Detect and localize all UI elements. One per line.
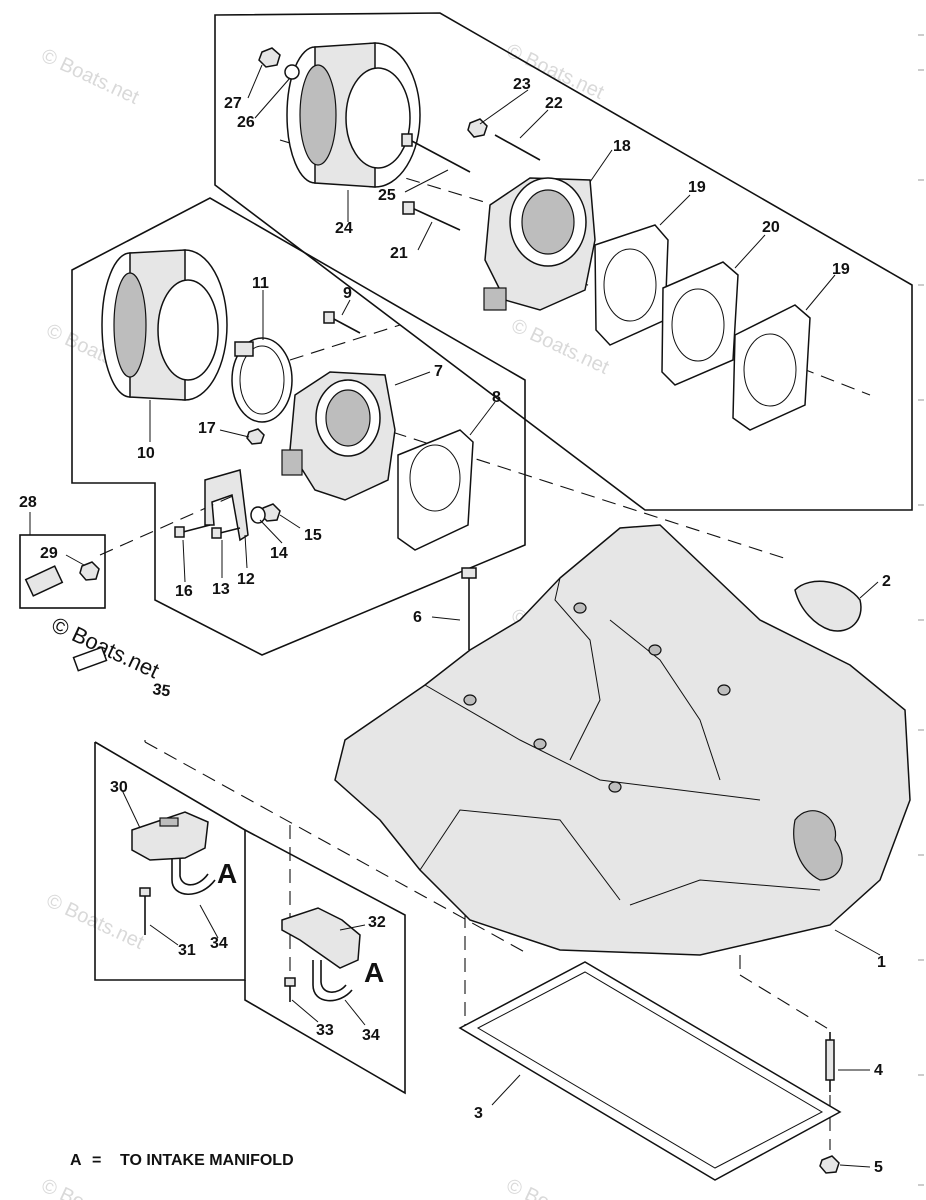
nut-17 (246, 428, 265, 445)
callout-6: 6 (413, 609, 422, 626)
bolt-6 (461, 567, 477, 650)
callout-19a: 19 (688, 179, 706, 196)
part-28-box (19, 534, 106, 609)
callout-5: 5 (874, 1159, 883, 1176)
hose-34a (171, 858, 216, 895)
watermark: © Boats.net (503, 1175, 608, 1200)
map-sensor-30 (131, 811, 209, 861)
emblem-2 (794, 580, 862, 632)
callout-13: 13 (212, 581, 230, 598)
nut-27 (258, 47, 281, 68)
screw-13 (211, 527, 241, 539)
map-sensor-32 (281, 907, 361, 969)
callout-12: 12 (237, 571, 255, 588)
callout-3: 3 (474, 1105, 483, 1122)
callout-34b: 34 (362, 1027, 380, 1044)
watermark-prominent: © Boats.net (48, 612, 163, 683)
nut-5 (819, 1155, 840, 1174)
legend-text: TO INTAKE MANIFOLD (120, 1152, 294, 1169)
callout-32: 32 (368, 914, 386, 931)
callout-7: 7 (434, 363, 443, 380)
gasket-20 (661, 261, 739, 386)
callout-29: 29 (40, 545, 58, 562)
air-filter-upper (286, 42, 421, 188)
hose-clamp-11 (231, 337, 293, 423)
callout-10: 10 (137, 445, 155, 462)
bolt-9 (323, 311, 361, 334)
callout-25: 25 (378, 187, 396, 204)
callout-34a: 34 (210, 935, 228, 952)
callout-24: 24 (335, 220, 353, 237)
map-sensor-kit-outline-2 (244, 829, 406, 1095)
stud-22 (494, 134, 541, 161)
screw-31 (139, 887, 151, 935)
fitting-35 (72, 646, 108, 672)
watermark: © Boats.net (38, 45, 143, 109)
fitting-29 (79, 561, 100, 581)
legend: A = TO INTAKE MANIFOLD (70, 1152, 294, 1169)
callout-30: 30 (110, 779, 128, 796)
callout-1: 1 (877, 954, 886, 971)
leader-lines (29, 64, 881, 1168)
margin-ticks (918, 34, 924, 1186)
throttle-body-18 (483, 177, 596, 311)
washer-14 (250, 506, 266, 524)
washer-26 (284, 64, 300, 80)
legend-equals: = (92, 1152, 101, 1169)
callout-17: 17 (198, 420, 216, 437)
callout-28: 28 (19, 494, 37, 511)
nut-23 (467, 118, 488, 138)
air-filter-middle (101, 249, 228, 401)
callout-14: 14 (270, 545, 288, 562)
fitting-28 (24, 565, 64, 597)
callout-19b: 19 (832, 261, 850, 278)
hose-marker-a-1: A (217, 858, 237, 889)
bolt-25 (401, 133, 471, 173)
hose-marker-a-2: A (364, 957, 384, 988)
callout-16: 16 (175, 583, 193, 600)
callout-26: 26 (237, 114, 255, 131)
callout-9: 9 (343, 285, 352, 302)
gasket-8 (397, 429, 474, 551)
bolt-21 (402, 201, 461, 231)
engine-cover-1 (334, 524, 911, 956)
callout-23: 23 (513, 76, 531, 93)
screw-33 (284, 977, 296, 1002)
throttle-body-7 (281, 371, 396, 501)
legend-key: A (70, 1152, 82, 1169)
callout-21: 21 (390, 245, 408, 262)
middle-kit-outline (71, 197, 526, 656)
gasket-plate-3 (458, 961, 842, 1181)
callout-4: 4 (874, 1062, 883, 1079)
callout-18: 18 (613, 138, 631, 155)
callout-20: 20 (762, 219, 780, 236)
callout-31: 31 (178, 942, 196, 959)
callout-11: 11 (252, 275, 269, 292)
callout-35: 35 (151, 681, 171, 700)
upper-kit-outline (214, 12, 913, 511)
callout-2: 2 (882, 573, 891, 590)
callout-15: 15 (304, 527, 322, 544)
gasket-19b (732, 304, 811, 431)
gasket-19a (594, 224, 669, 346)
watermark: © Boats.net (38, 1175, 143, 1200)
callout-22: 22 (545, 95, 563, 112)
stud-4 (825, 1032, 835, 1092)
callout-8: 8 (492, 389, 501, 406)
hose-34b (312, 960, 353, 1002)
callout-33: 33 (316, 1022, 334, 1039)
callout-27: 27 (224, 95, 242, 112)
screw-16 (174, 524, 211, 538)
callout-labels: 1 2 3 4 5 6 7 8 9 10 11 12 13 14 15 16 1… (19, 76, 891, 1176)
